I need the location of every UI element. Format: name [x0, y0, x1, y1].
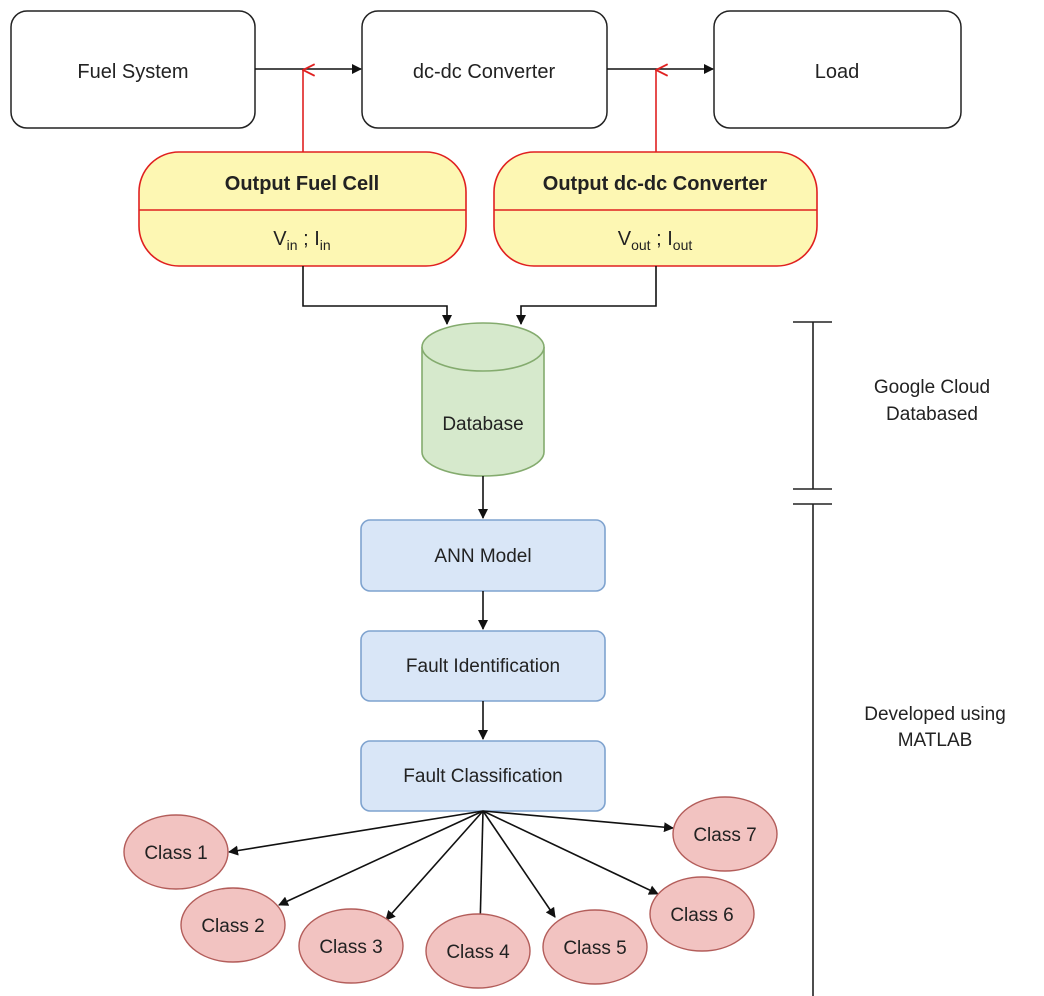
class-5-node: Class 5: [542, 909, 648, 985]
dc-dc-converter-block: dc-dc Converter: [361, 10, 608, 129]
arrow-to-class-1: [228, 810, 484, 856]
output-dc-dc-converter-block: Output dc-dc Converter Vout ; Iout: [493, 151, 818, 267]
cloud-label-line1: Google Cloud: [874, 377, 990, 398]
class-7-label: Class 7: [693, 825, 756, 846]
class-3-node: Class 3: [298, 908, 404, 984]
cloud-label-line2: Databased: [886, 404, 978, 425]
arrow-to-class-2: [278, 810, 484, 906]
fault-classification-label: Fault Classification: [403, 766, 562, 787]
arrow-converter-to-database: [516, 266, 657, 325]
dc-dc-converter-label: dc-dc Converter: [413, 61, 556, 83]
ann-model-label: ANN Model: [434, 546, 531, 567]
fuel-cell-measurements: Vin ; Iin: [273, 228, 330, 253]
output-converter-title: Output dc-dc Converter: [543, 173, 768, 195]
class-4-node: Class 4: [425, 913, 531, 989]
arrow-to-class-5: [482, 810, 556, 918]
class-6-node: Class 6: [649, 876, 755, 952]
fuel-system-block: Fuel System: [10, 10, 256, 129]
matlab-label-line1: Developed using: [864, 704, 1006, 725]
class-6-label: Class 6: [670, 905, 733, 926]
matlab-bracket: [793, 503, 832, 996]
class-2-label: Class 2: [201, 916, 264, 937]
load-block: Load: [713, 10, 962, 129]
arrow-fuel-cell-to-database: [302, 266, 452, 325]
fault-classification-block: Fault Classification: [360, 740, 606, 812]
arrow-to-class-7: [482, 810, 674, 833]
class-7-node: Class 7: [672, 796, 778, 872]
class-3-label: Class 3: [319, 937, 382, 958]
fuel-system-label: Fuel System: [77, 61, 188, 83]
arrow-to-class-3: [385, 810, 484, 921]
class-1-node: Class 1: [123, 814, 229, 890]
fault-identification-label: Fault Identification: [406, 656, 560, 677]
ann-model-block: ANN Model: [360, 519, 606, 592]
arrow-to-class-6: [482, 810, 659, 895]
converter-measurements: Vout ; Iout: [618, 228, 693, 253]
arrow-to-class-4: [475, 810, 486, 929]
load-label: Load: [815, 61, 860, 83]
class-2-node: Class 2: [180, 887, 286, 963]
output-fuel-cell-title: Output Fuel Cell: [225, 173, 379, 195]
database-label: Database: [442, 414, 523, 435]
output-fuel-cell-block: Output Fuel Cell Vin ; Iin: [138, 151, 467, 267]
database-cylinder: Database: [421, 322, 545, 477]
matlab-label-line2: MATLAB: [898, 730, 973, 751]
class-4-label: Class 4: [446, 942, 510, 963]
cloud-bracket: [793, 321, 832, 490]
class-5-label: Class 5: [563, 938, 626, 959]
fault-identification-block: Fault Identification: [360, 630, 606, 702]
class-1-label: Class 1: [144, 843, 207, 864]
